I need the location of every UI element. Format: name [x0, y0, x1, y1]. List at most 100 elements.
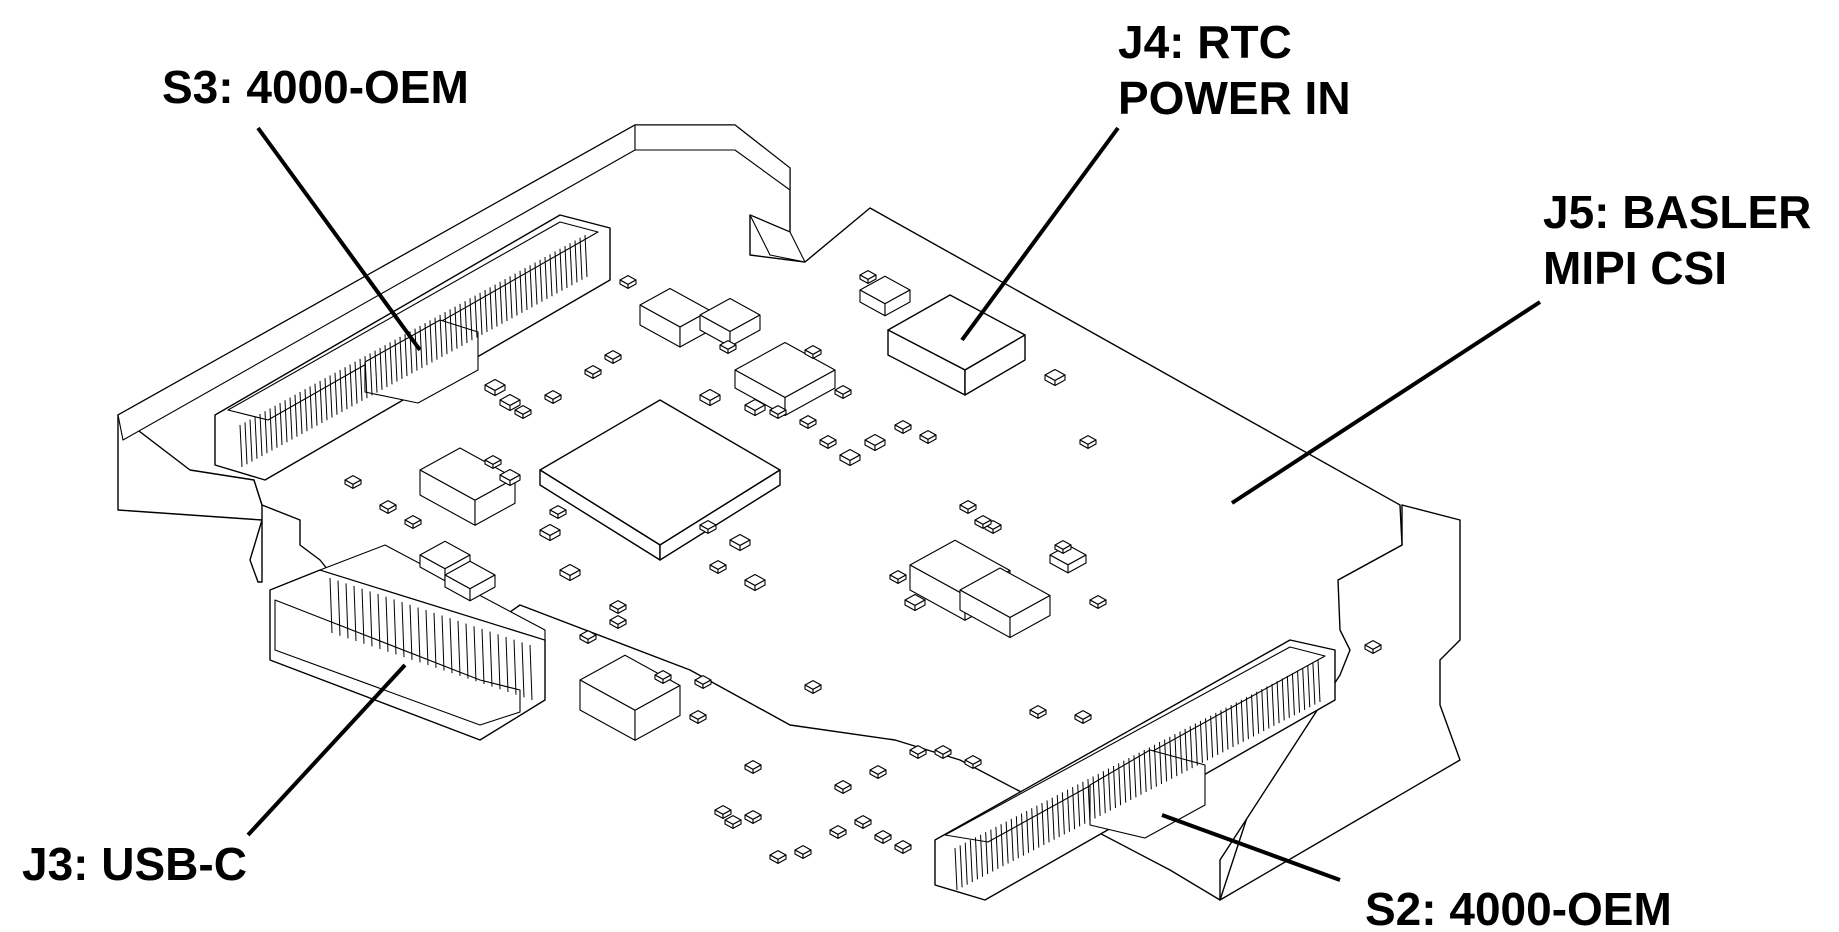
j3-pin: [481, 628, 485, 684]
s3-pin: [369, 353, 373, 396]
smd-component-side: [1087, 439, 1097, 449]
smd-component-side: [754, 579, 766, 592]
j4-leader-line: [960, 126, 1120, 342]
s3-pin: [444, 312, 448, 355]
s3-pin: [304, 389, 308, 432]
s2-connector-pins: [954, 659, 1321, 891]
s3-pin: [474, 295, 478, 338]
j3-pin: [529, 644, 533, 701]
s2-connector-top: [944, 646, 1326, 843]
smd-component-side: [752, 764, 762, 774]
smd-component-side: [612, 354, 622, 364]
smd-component-side: [812, 349, 822, 359]
pcb-board: [117, 124, 1461, 901]
smd-component-side: [927, 434, 937, 444]
smd-component-side: [1037, 709, 1047, 719]
smd-component-side: [752, 814, 762, 824]
j3-pin: [401, 602, 405, 658]
s2-pin: [1317, 659, 1321, 703]
smd-component-side: [717, 564, 727, 574]
j3-label: J3: USB-C: [22, 838, 247, 890]
smd-component-side: [634, 684, 681, 741]
s3-pin: [334, 372, 338, 415]
smd-component-side: [812, 684, 822, 694]
smd-component-side: [474, 477, 516, 526]
s2-pin: [995, 826, 999, 869]
s3-pin: [404, 334, 408, 377]
s3-pin: [579, 237, 583, 280]
s2-pin: [1041, 802, 1045, 846]
s3-pin: [544, 257, 548, 300]
s3-pin: [509, 276, 513, 319]
s3-pin: [459, 303, 463, 346]
s3-pin: [454, 306, 458, 349]
s2-pin: [1291, 673, 1295, 716]
j3-pin: [409, 604, 413, 660]
s3-pin: [394, 339, 398, 382]
s2-pin: [974, 837, 978, 880]
s2-pin: [1179, 731, 1183, 774]
smd-component-side: [722, 809, 732, 819]
s2-connector: [934, 639, 1336, 901]
smd-component-side: [697, 714, 707, 724]
callout-labels: S3: 4000-OEM J4: RTC POWER IN J5: BASLER…: [22, 16, 1824, 932]
s2-pin: [1092, 776, 1096, 819]
j3-pin: [377, 594, 381, 650]
j5-label: J5: BASLER MIPI CSI: [1543, 186, 1824, 294]
s2-pin: [1010, 818, 1014, 861]
s3-pin: [294, 394, 298, 437]
smd-component-side: [1097, 599, 1107, 609]
s2-pin: [990, 829, 994, 872]
s2-pin: [1307, 665, 1311, 708]
s2-pin: [1312, 662, 1316, 705]
s3-pin: [414, 328, 418, 371]
s3-pin: [514, 273, 518, 316]
s3-pin: [269, 408, 273, 451]
s2-pin: [1143, 750, 1147, 793]
s3-pin: [389, 342, 393, 385]
s2-pin: [1286, 675, 1290, 718]
j3-connector-pins: [329, 577, 533, 701]
s3-pin: [524, 268, 528, 311]
j4-label-line-1: J4: RTC: [1118, 16, 1292, 68]
s2-pin: [1235, 702, 1239, 745]
j5-label-line-1: J5: BASLER: [1543, 186, 1811, 238]
s2-pin: [1164, 739, 1168, 782]
s2-pin: [1051, 797, 1055, 840]
smd-component-side: [1009, 594, 1051, 639]
s3-pin: [339, 369, 343, 412]
smd-component-side: [732, 819, 742, 829]
s2-pin: [1220, 710, 1224, 753]
smd-component-side: [842, 784, 852, 794]
s3-connector: [214, 214, 611, 481]
s2-pin: [1261, 689, 1265, 732]
s3-pin: [249, 419, 253, 462]
smd-component-side: [914, 599, 926, 612]
smd-component-side: [707, 524, 717, 534]
smd-component-side: [837, 829, 847, 839]
smd-component-side: [509, 474, 521, 487]
s2-pin: [1210, 715, 1214, 758]
smd-component-side: [709, 394, 721, 407]
s3-pin: [264, 411, 268, 454]
s2-pin: [1031, 808, 1035, 851]
j3-pin: [473, 626, 477, 682]
s2-pin: [1256, 691, 1260, 734]
j3-pin: [393, 599, 397, 655]
s3-pin: [319, 380, 323, 423]
s2-pin: [1153, 744, 1157, 787]
s3-pin: [529, 265, 533, 308]
smd-component-side: [992, 524, 1002, 534]
s3-pin: [254, 416, 258, 459]
s2-pin: [1066, 789, 1070, 832]
s3-pin: [309, 386, 313, 429]
s3-pin: [274, 405, 278, 448]
s2-pin: [959, 845, 963, 888]
smd-component-side: [492, 459, 502, 469]
s3-pin: [574, 240, 578, 283]
s2-pin: [1251, 694, 1255, 737]
j3-leader-line: [246, 663, 407, 837]
s3-pin: [419, 325, 423, 368]
smd-component-side: [967, 504, 977, 514]
j3-pin: [441, 615, 445, 671]
